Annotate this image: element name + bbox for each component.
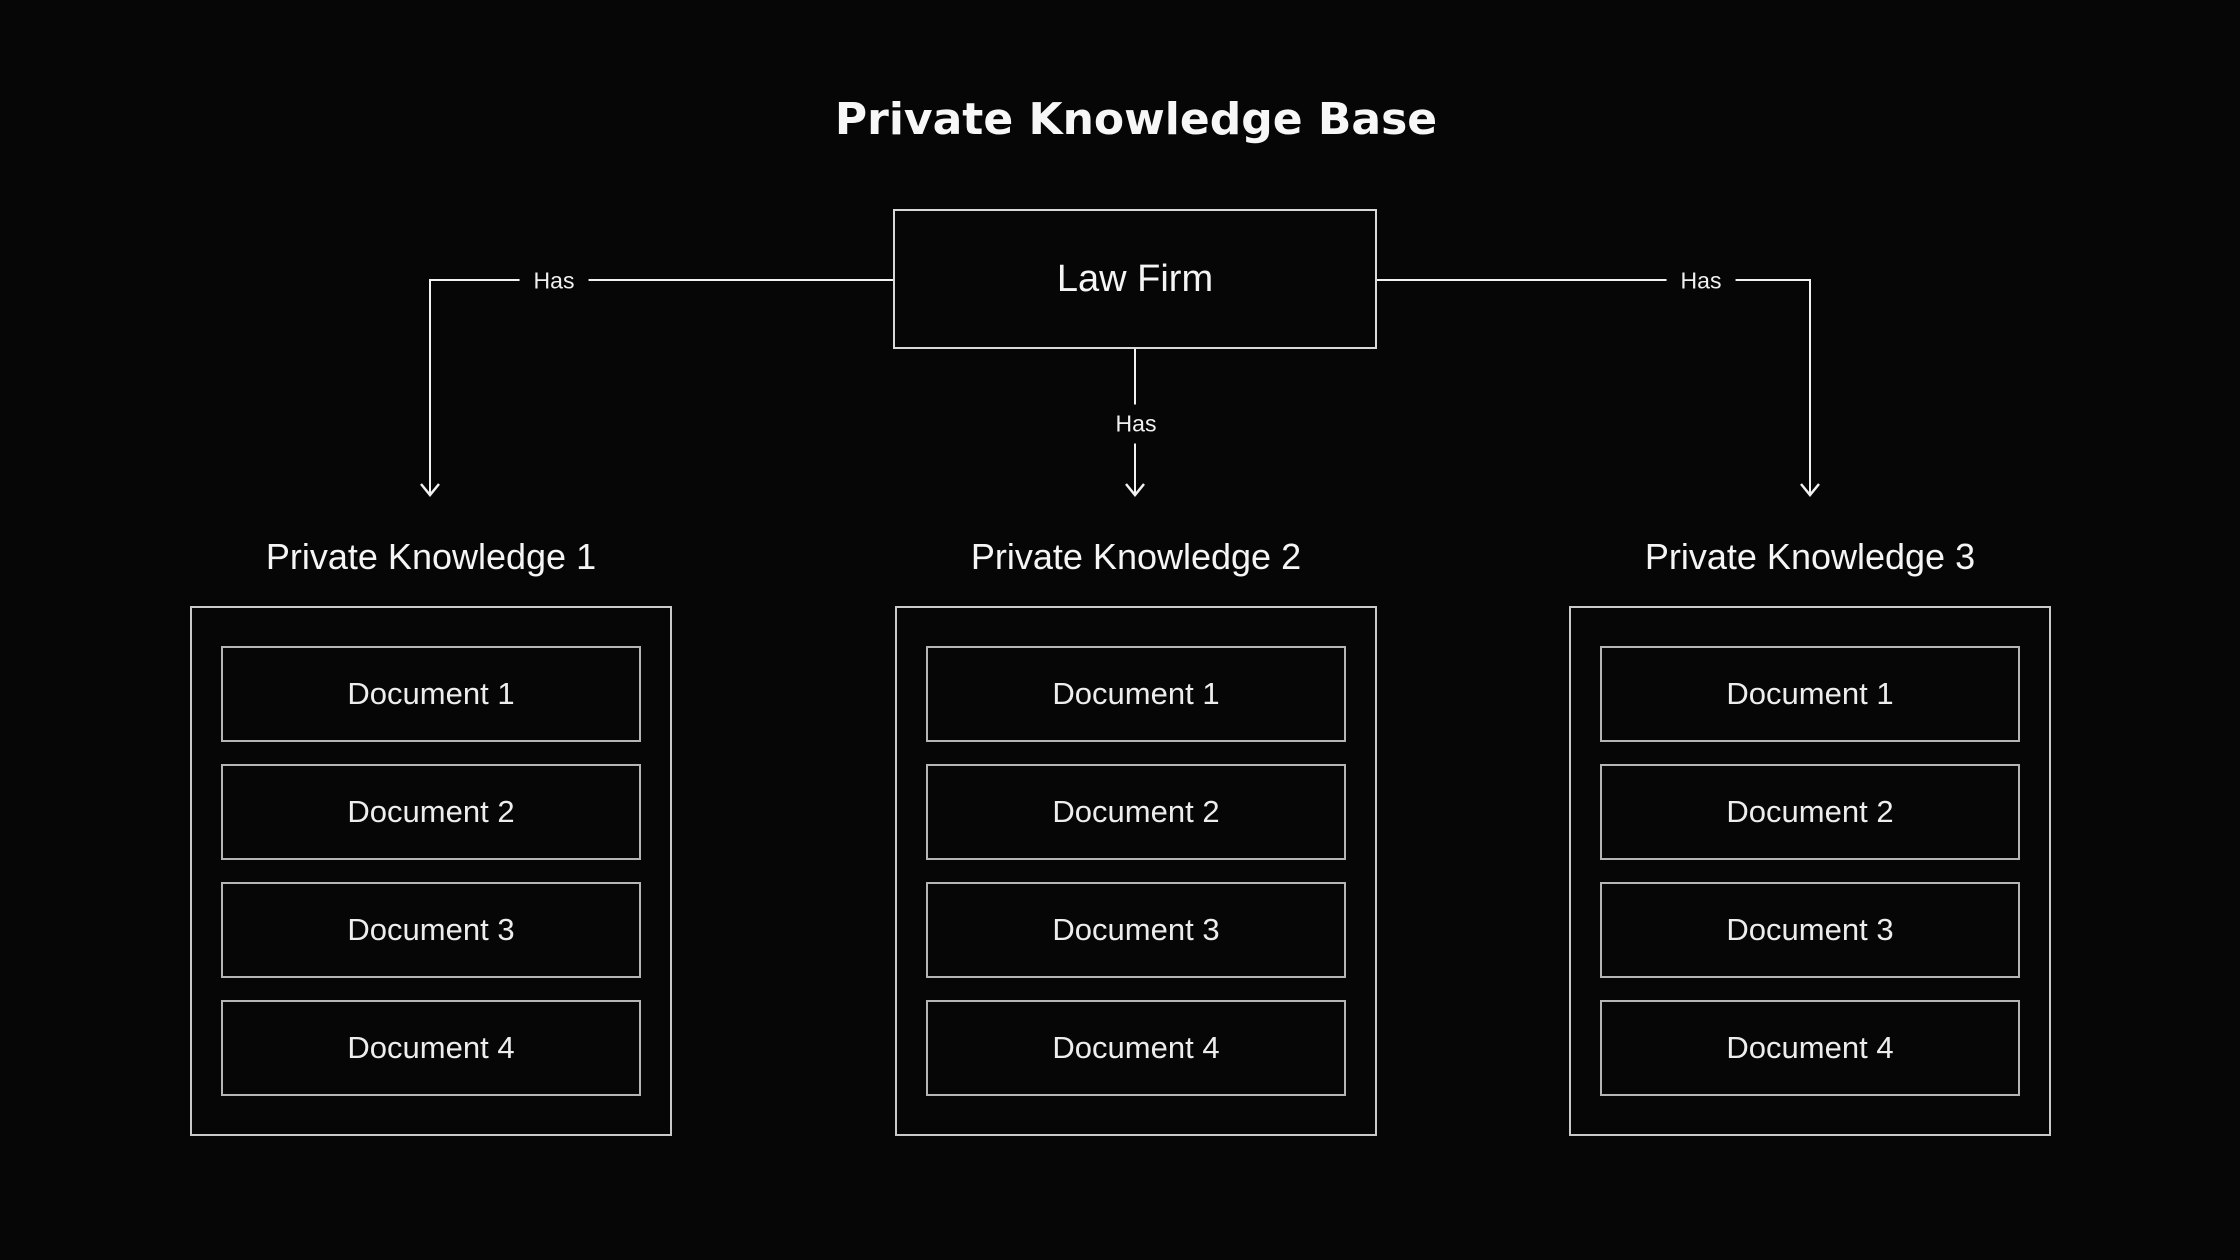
edge-right-horizontal-line [1377,279,1811,281]
node-document-label: Document 4 [1726,1030,1894,1065]
node-document-label: Document 2 [1052,794,1220,829]
node-document-label: Document 4 [347,1030,515,1065]
node-document[interactable]: Document 1 [221,646,641,742]
node-document[interactable]: Document 4 [1600,1000,2020,1096]
group-private-knowledge-1[interactable]: Document 1 Document 2 Document 3 Documen… [190,606,672,1136]
node-document-label: Document 1 [1052,676,1220,711]
edge-left-horizontal-line [430,279,893,281]
edge-label-has-middle: Has [1109,404,1163,444]
node-document[interactable]: Document 4 [926,1000,1346,1096]
group-label-private-knowledge-2: Private Knowledge 2 [970,536,1302,577]
node-law-firm[interactable]: Law Firm [893,209,1377,349]
node-law-firm-label: Law Firm [1056,257,1214,300]
node-document[interactable]: Document 3 [926,882,1346,978]
node-document-label: Document 3 [1726,912,1894,947]
group-private-knowledge-3[interactable]: Document 1 Document 2 Document 3 Documen… [1569,606,2051,1136]
arrow-down-icon [1125,483,1145,497]
arrow-down-icon [1800,483,1820,497]
node-document[interactable]: Document 1 [926,646,1346,742]
node-document[interactable]: Document 1 [1600,646,2020,742]
group-label-private-knowledge-3: Private Knowledge 3 [1644,536,1976,577]
node-document-label: Document 4 [1052,1030,1220,1065]
node-document-label: Document 3 [1052,912,1220,947]
edge-label-has-left: Has [519,265,589,297]
group-label-private-knowledge-1: Private Knowledge 1 [265,536,597,577]
node-document[interactable]: Document 2 [221,764,641,860]
node-document[interactable]: Document 2 [1600,764,2020,860]
group-private-knowledge-2[interactable]: Document 1 Document 2 Document 3 Documen… [895,606,1377,1136]
node-document-label: Document 1 [347,676,515,711]
page-title: Private Knowledge Base [834,94,1438,145]
node-document-label: Document 3 [347,912,515,947]
arrow-down-icon [420,483,440,497]
node-document[interactable]: Document 3 [221,882,641,978]
edge-label-has-right: Has [1666,265,1736,297]
node-document[interactable]: Document 4 [221,1000,641,1096]
node-document-label: Document 1 [1726,676,1894,711]
edge-right-vertical-line [1809,279,1811,493]
node-document[interactable]: Document 2 [926,764,1346,860]
node-document-label: Document 2 [347,794,515,829]
node-document-label: Document 2 [1726,794,1894,829]
edge-left-vertical-line [429,279,431,493]
node-document[interactable]: Document 3 [1600,882,2020,978]
